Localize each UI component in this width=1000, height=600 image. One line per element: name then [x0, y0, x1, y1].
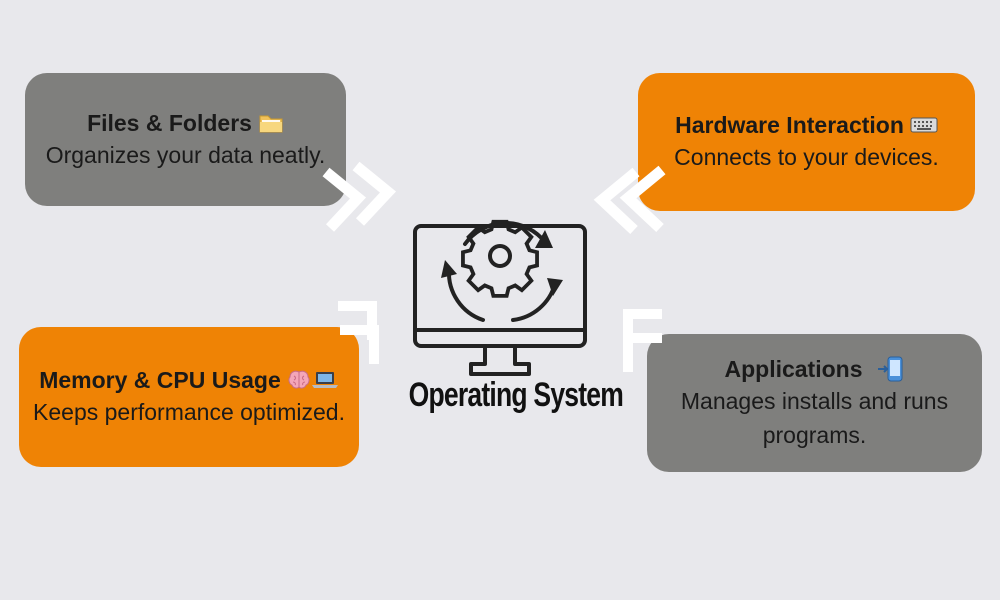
files-folders-title: Files & Folders	[87, 109, 252, 136]
chevron-left-icon	[593, 167, 640, 235]
memory-cpu-description: Keeps performance optimized.	[33, 399, 345, 425]
arrow-top-right	[593, 165, 666, 235]
chevron-up-left-icon	[623, 333, 662, 372]
applications-title: Applications	[724, 356, 863, 382]
brain-icon	[288, 370, 310, 389]
operating-system-label: Operating System	[408, 376, 624, 414]
laptop-icon	[311, 372, 338, 388]
applications-title-row: Applications	[724, 354, 904, 384]
files-folders-description: Organizes your data neatly.	[45, 141, 326, 168]
chevron-up-right-icon	[340, 325, 379, 364]
keyboard-icon	[910, 117, 938, 133]
memory-cpu-card: Memory & CPU Usage Keeps performance opt…	[19, 327, 359, 467]
mobile-arrow-icon	[877, 356, 902, 382]
memory-cpu-title: Memory & CPU Usage	[39, 367, 281, 393]
chevron-left-icon	[619, 165, 666, 233]
arrow-bottom-right	[623, 309, 662, 372]
hardware-interaction-description: Connects to your devices.	[674, 144, 939, 170]
arrow-bottom-left	[338, 301, 379, 364]
folder-icon	[259, 115, 283, 132]
applications-description: Manages installs and runs programs.	[680, 388, 949, 448]
hardware-interaction-card: Hardware Interaction Connects to your de…	[638, 73, 975, 211]
hardware-interaction-title: Hardware Interaction	[675, 112, 904, 138]
applications-card: Applications Manages installs and runs p…	[647, 334, 982, 472]
chevron-right-icon	[322, 167, 367, 232]
hardware-interaction-title-row: Hardware Interaction	[675, 110, 938, 140]
monitor-gear-icon	[413, 219, 587, 376]
memory-cpu-title-row: Memory & CPU Usage	[39, 365, 339, 395]
files-folders-title-row: Files & Folders	[87, 108, 284, 138]
files-folders-card: Files & Folders Organizes your data neat…	[25, 73, 346, 206]
chevron-right-icon	[352, 161, 397, 226]
arrow-top-left	[322, 161, 397, 232]
